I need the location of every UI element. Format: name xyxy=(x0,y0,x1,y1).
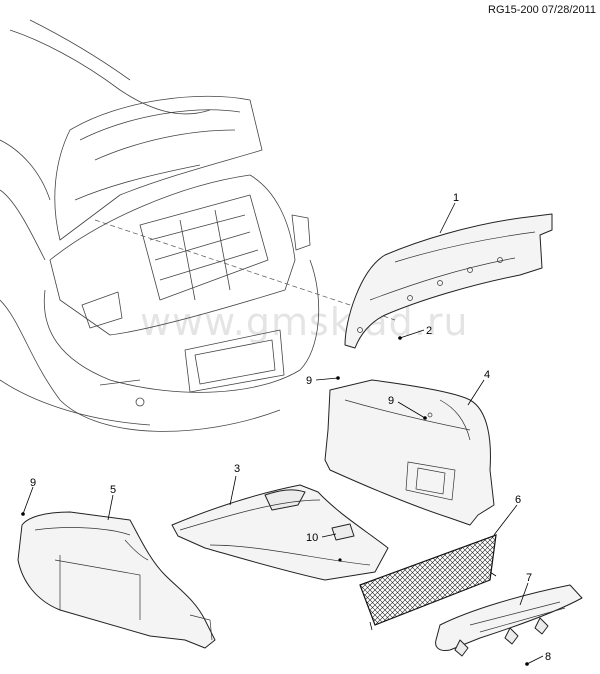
part-10-cap xyxy=(331,523,355,541)
callout-2: 2 xyxy=(426,325,432,337)
vehicle-rear-illustration xyxy=(0,19,320,432)
part-6-cargo-net xyxy=(359,534,497,631)
callout-labels: 1 2 3 4 5 6 7 8 9 9 9 10 xyxy=(30,192,551,663)
callout-5: 5 xyxy=(110,484,116,496)
callout-10: 10 xyxy=(306,532,318,544)
part-4-right-side-trim-panel xyxy=(324,379,495,526)
callout-8: 8 xyxy=(545,651,551,663)
callout-7: 7 xyxy=(526,572,532,584)
part-3-trunk-floor-trim xyxy=(171,484,389,581)
callout-9-left: 9 xyxy=(30,477,36,489)
callout-3: 3 xyxy=(234,463,240,475)
part-1-trunk-upper-trim xyxy=(344,213,553,349)
callout-1: 1 xyxy=(453,192,459,204)
watermark: www.gmsklad.ru xyxy=(140,300,469,344)
part-10-fastener xyxy=(338,558,342,562)
guide-line xyxy=(94,219,396,321)
callout-6: 6 xyxy=(515,494,521,506)
diagram-reference-code: RG15-200 07/28/2011 xyxy=(488,4,597,16)
callout-9-panel: 9 xyxy=(388,395,394,407)
part-7-sill-trim-plate xyxy=(435,584,583,657)
callout-4: 4 xyxy=(484,369,490,381)
part-5-left-side-trim-panel xyxy=(17,511,216,649)
callout-leader-lines xyxy=(22,202,544,665)
callout-9-upper: 9 xyxy=(306,375,312,387)
